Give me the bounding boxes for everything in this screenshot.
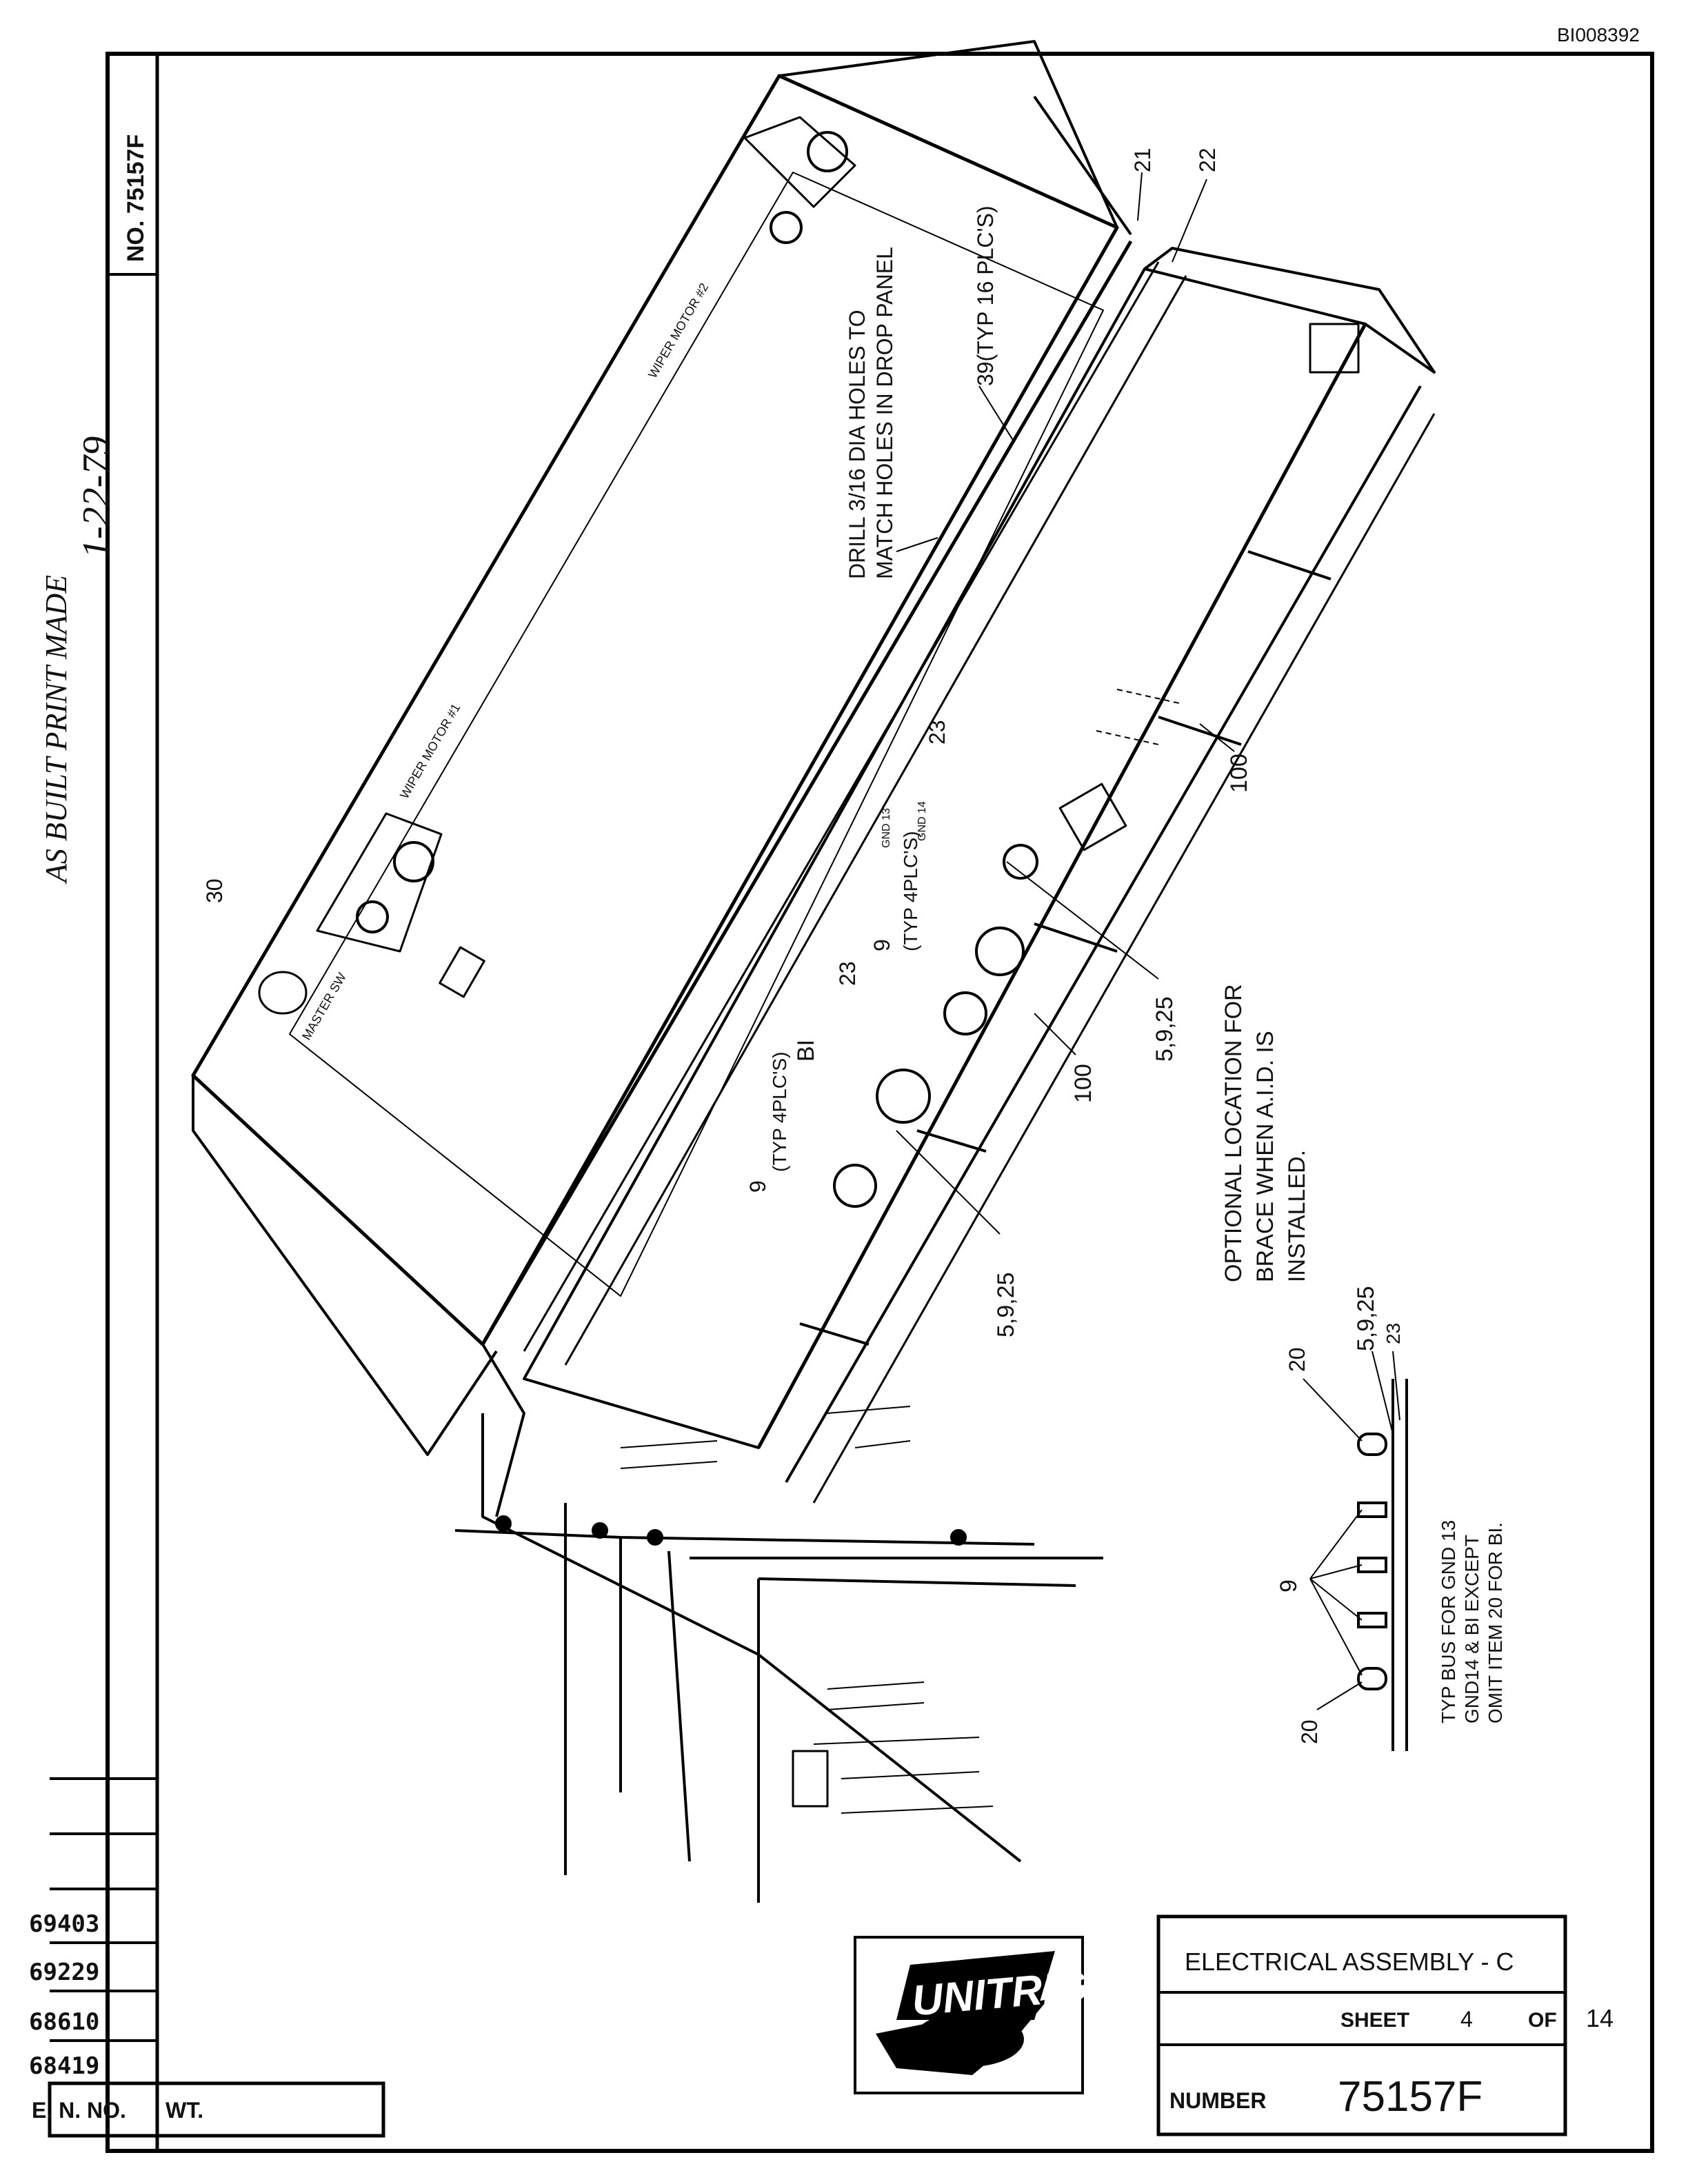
drill-note-line1: DRILL 3/16 DIA HOLES TO bbox=[845, 310, 870, 579]
unitrig-logo: UNITRIG bbox=[854, 1936, 1089, 2094]
revision-col-wt: WT. bbox=[165, 2098, 203, 2123]
drill-note-line2: MATCH HOLES IN DROP PANEL bbox=[872, 247, 897, 579]
revision-entry-1: 69403 bbox=[29, 1910, 99, 1938]
callout-bi: BI bbox=[793, 1040, 819, 1062]
callout-wiper-motor-1: WIPER MOTOR #1 bbox=[397, 701, 463, 801]
callout-gnd13: GND 13 bbox=[881, 808, 892, 848]
callout-23-lower: 23 bbox=[835, 961, 860, 986]
callout-master-switch: MASTER SW bbox=[299, 971, 349, 1042]
callout-39: 39(TYP 16 PLC'S) bbox=[973, 205, 998, 386]
optional-note-line2: BRACE WHEN A.I.D. IS bbox=[1252, 1031, 1278, 1282]
callout-23-upper: 23 bbox=[925, 720, 950, 745]
callout-5-9-25-middle: 5,9,25 bbox=[993, 1272, 1019, 1337]
revision-entry-2: 69229 bbox=[29, 1959, 99, 1986]
callout-gnd14: GND 14 bbox=[916, 801, 928, 841]
callout-5-9-25-upper: 5,9,25 bbox=[1152, 996, 1178, 1062]
revision-block bbox=[48, 1777, 385, 2138]
callout-typ4-upper: (TYP 4PLC'S) bbox=[900, 831, 921, 951]
leader-5-9-25-middle bbox=[896, 1130, 1001, 1235]
detail-label-5-9-25: 5,9,25 bbox=[1353, 1286, 1379, 1351]
number-label: NUMBER bbox=[1169, 2088, 1266, 2113]
sheet-number: 4 bbox=[1460, 2007, 1473, 2032]
handwritten-note-line2: 1-22-79 bbox=[75, 436, 118, 558]
bus-detail-labels: 20 5,9,25 23 9 20 TYP BUS FOR GND 13 GND… bbox=[1276, 1286, 1506, 1744]
callout-30: 30 bbox=[202, 878, 227, 903]
callout-9-lower: 9 bbox=[745, 1180, 770, 1193]
optional-note-line3: INSTALLED. bbox=[1284, 1150, 1310, 1282]
sheet-total: 14 bbox=[1586, 2004, 1614, 2032]
drawing-number-tab-text: NO. 75157F bbox=[123, 134, 149, 262]
title-block bbox=[1156, 1914, 1567, 2136]
detail-label-20-top: 20 bbox=[1285, 1347, 1309, 1372]
leader-21 bbox=[1137, 172, 1143, 221]
leader-100-lower bbox=[1034, 1013, 1076, 1055]
callout-100-upper: 100 bbox=[1226, 754, 1252, 793]
sheet-label: SHEET bbox=[1340, 2009, 1409, 2032]
leader-39 bbox=[978, 385, 1014, 442]
drawing-number: 75157F bbox=[1338, 2073, 1483, 2121]
title-block-title: ELECTRICAL ASSEMBLY - C bbox=[1185, 1948, 1514, 1976]
isometric-assembly bbox=[191, 40, 1436, 1903]
detail-label-9: 9 bbox=[1276, 1579, 1302, 1593]
leader-5-9-25-upper bbox=[1006, 861, 1159, 980]
leader-22 bbox=[1172, 179, 1207, 263]
leader-drill bbox=[896, 537, 938, 552]
drawing-border bbox=[106, 52, 1654, 2153]
bus-note-line1: TYP BUS FOR GND 13 bbox=[1438, 1520, 1459, 1723]
callout-9-upper: 9 bbox=[870, 939, 894, 951]
callout-21: 21 bbox=[1130, 148, 1155, 172]
document-id: BI008392 bbox=[1557, 24, 1640, 46]
optional-note-line1: OPTIONAL LOCATION FOR bbox=[1220, 984, 1247, 1282]
revision-entry-4: 68419 bbox=[29, 2052, 99, 2080]
callout-22: 22 bbox=[1195, 148, 1220, 172]
drawing-number-tab bbox=[106, 52, 159, 276]
handwritten-note-line1: AS BUILT PRINT MADE bbox=[39, 575, 73, 884]
revision-entry-3: 68610 bbox=[29, 2008, 99, 2036]
revision-col-en-no: E. N. NO. bbox=[32, 2098, 126, 2123]
leader-100-upper bbox=[1199, 723, 1235, 752]
callouts: 30 MASTER SW WIPER MOTOR #1 WIPER MOTOR … bbox=[202, 148, 1310, 1337]
detail-label-23: 23 bbox=[1383, 1323, 1404, 1344]
callout-100-lower: 100 bbox=[1070, 1064, 1096, 1103]
callout-typ4-lower: (TYP 4PLC'S) bbox=[769, 1052, 790, 1172]
bus-note-line3: OMIT ITEM 20 FOR BI. bbox=[1485, 1522, 1506, 1723]
detail-label-20-bottom: 20 bbox=[1297, 1719, 1322, 1744]
bus-note-line2: GND14 & BI EXCEPT bbox=[1461, 1535, 1483, 1723]
bus-detail bbox=[1303, 1351, 1408, 1751]
sheet-of-label: OF bbox=[1528, 2009, 1557, 2032]
